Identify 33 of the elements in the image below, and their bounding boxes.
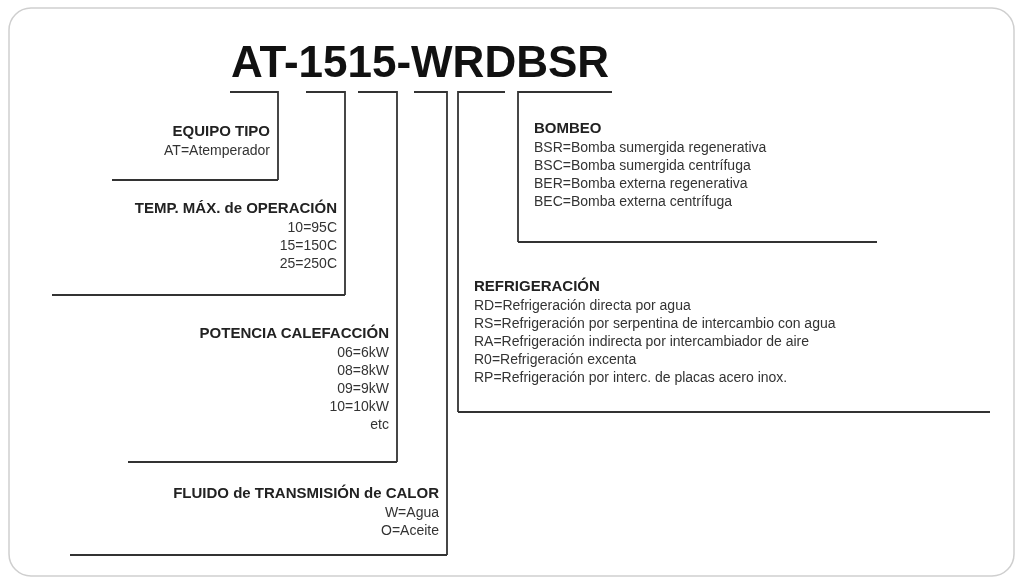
code-description: 10=95C [287,218,337,236]
code-description: W=Agua [384,503,439,521]
category-heading: POTENCIA CALEFACCIÓN [199,323,389,343]
code-description: RD=Refrigeración directa por agua [474,296,691,314]
code-description: 08=8kW [337,361,389,379]
code-description: O=Aceite [381,521,439,539]
model-code: AT-1515-WRDBSR [229,36,611,88]
code-description: BSR=Bomba sumergida regenerativa [534,138,767,156]
leader-line [69,91,448,556]
code-description: RA=Refrigeración indirecta por intercambiador de aire [474,332,809,350]
category-heading: BOMBEO [534,118,602,138]
leader-line [517,91,878,243]
leader-line [127,91,398,463]
code-description: 25=250C [279,254,337,272]
leader-line [111,91,279,181]
code-description: AT=Atemperador [164,141,270,159]
code-description: BER=Bomba externa regenerativa [534,174,748,192]
code-description: R0=Refrigeración excenta [474,350,637,368]
code-description: 10=10kW [329,397,389,415]
category-heading: EQUIPO TIPO [172,121,270,141]
leader-line [51,91,346,296]
code-description: BEC=Bomba externa centrífuga [534,192,733,210]
code-description: 06=6kW [337,343,389,361]
code-description: RS=Refrigeración por serpentina de intercambio con agua [474,314,836,332]
category-heading: REFRIGERACIÓN [474,276,600,296]
code-description: etc [370,415,389,433]
code-description: 09=9kW [337,379,389,397]
leader-line [457,91,991,413]
code-description: BSC=Bomba sumergida centrífuga [534,156,751,174]
category-heading: TEMP. MÁX. de OPERACIÓN [134,198,337,218]
code-description: 15=150C [279,236,337,254]
code-description: RP=Refrigeración por interc. de placas acero inox. [474,368,788,386]
category-heading: FLUIDO de TRANSMISIÓN de CALOR [173,483,439,503]
